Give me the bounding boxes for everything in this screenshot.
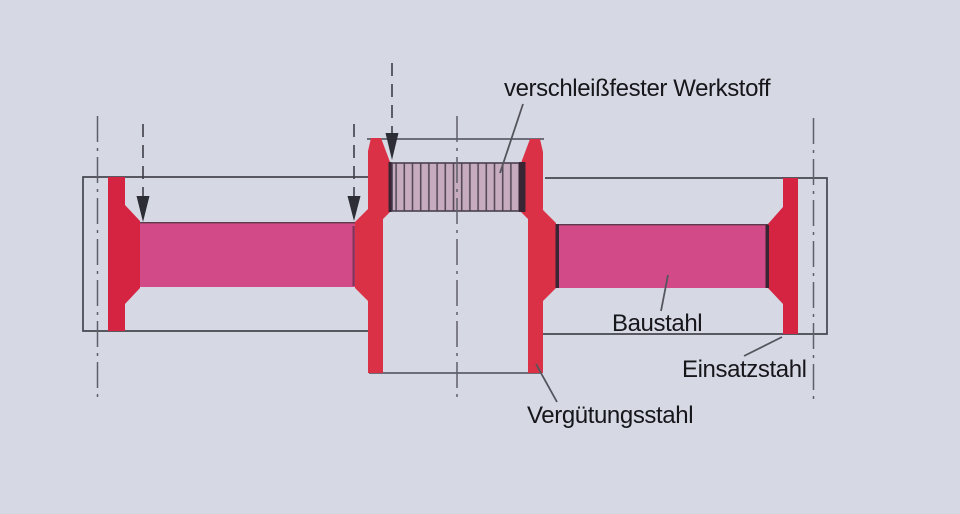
label-baustahl: Baustahl xyxy=(612,310,702,337)
label-einsatzstahl: Einsatzstahl xyxy=(682,356,807,383)
envelope-left-segment xyxy=(82,176,368,332)
leader-wear-band xyxy=(499,103,524,174)
envelope-right-segment xyxy=(543,177,828,335)
junction-shadow-end-disk-right xyxy=(765,225,769,288)
hub-wall-left xyxy=(355,138,390,373)
leader-einsatzstahl xyxy=(743,336,783,357)
arrow-mid-head xyxy=(347,196,361,221)
arrow-left-shoulder xyxy=(136,124,150,222)
junction-shadow-hub-right xyxy=(555,224,559,288)
wear-band xyxy=(388,162,526,212)
end-disk-left xyxy=(108,177,140,331)
hub-wall-right xyxy=(521,139,556,373)
label-verguetungsstahl: Vergütungsstahl xyxy=(527,402,693,429)
label-wear-band: verschleißfester Werkstoff xyxy=(504,75,771,102)
end-disk-right xyxy=(768,178,798,334)
shaft-section-left xyxy=(140,222,356,287)
wear-band-hatching xyxy=(392,163,520,211)
arrow-mid-shoulder xyxy=(347,124,361,221)
leader-baustahl xyxy=(660,274,669,312)
blank-envelope-outline xyxy=(82,176,828,335)
arrow-hub-notch xyxy=(385,63,399,160)
junction-shadow-hub-left xyxy=(352,226,355,286)
shaft-section-right xyxy=(556,224,768,288)
wear-band-left-shadow xyxy=(388,162,392,212)
leader-verguetungsstahl xyxy=(535,363,558,403)
wear-band-right-shadow xyxy=(519,162,526,212)
arrow-hub-head xyxy=(385,133,399,160)
arrow-left-head xyxy=(136,196,150,222)
